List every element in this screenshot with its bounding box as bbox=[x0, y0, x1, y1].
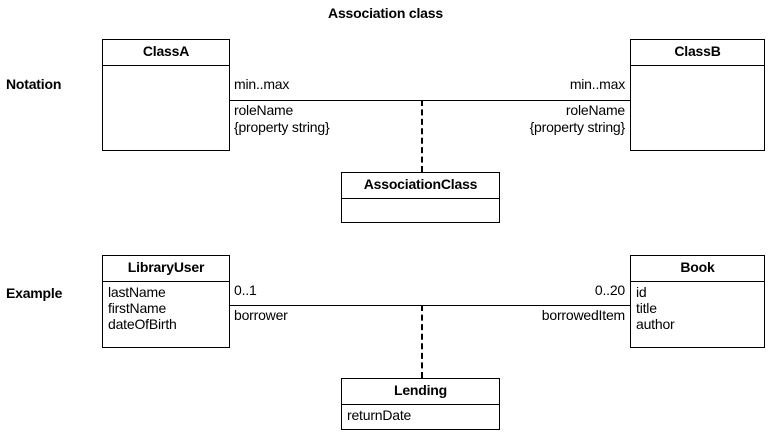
class-name-associationclass: AssociationClass bbox=[342, 173, 499, 199]
attribute-item: returnDate bbox=[347, 407, 412, 423]
class-name-classb: ClassB bbox=[631, 40, 764, 66]
class-attributes-classb bbox=[631, 66, 764, 150]
multiplicity-left-notation: min..max bbox=[234, 76, 290, 92]
role-right-notation: roleName bbox=[565, 102, 625, 118]
class-box-libraryuser[interactable]: LibraryUser lastName firstName dateOfBir… bbox=[102, 255, 230, 348]
class-box-classb[interactable]: ClassB bbox=[630, 39, 765, 151]
class-name-classa: ClassA bbox=[103, 40, 229, 66]
association-line-notation bbox=[229, 100, 631, 101]
class-name-libraryuser: LibraryUser bbox=[103, 256, 229, 282]
role-left-example: borrower bbox=[234, 307, 288, 323]
multiplicity-right-example: 0..20 bbox=[594, 282, 625, 298]
class-box-classa[interactable]: ClassA bbox=[102, 39, 230, 151]
class-attributes-associationclass bbox=[342, 199, 499, 222]
page-title: Association class bbox=[328, 5, 443, 21]
role-right-example: borrowedItem bbox=[541, 307, 625, 323]
association-class-dashed-link-notation bbox=[421, 100, 423, 172]
attribute-item: lastName bbox=[108, 284, 166, 300]
role-left-notation: roleName bbox=[234, 102, 294, 118]
class-name-book: Book bbox=[631, 256, 764, 282]
attribute-item: dateOfBirth bbox=[108, 316, 177, 332]
attribute-item: title bbox=[636, 300, 657, 316]
association-line-example bbox=[229, 305, 631, 306]
class-attributes-libraryuser: lastName firstName dateOfBirth bbox=[103, 282, 229, 347]
section-label-example: Example bbox=[6, 285, 63, 301]
association-class-dashed-link-example bbox=[421, 305, 423, 378]
attribute-item: firstName bbox=[108, 300, 167, 316]
multiplicity-right-notation: min..max bbox=[569, 76, 625, 92]
multiplicity-left-example: 0..1 bbox=[234, 282, 257, 298]
class-attributes-classa bbox=[103, 66, 229, 150]
class-box-book[interactable]: Book id title author bbox=[630, 255, 765, 348]
attribute-item: author bbox=[636, 316, 675, 332]
property-string-left-notation: {property string} bbox=[234, 119, 330, 135]
class-attributes-lending: returnDate bbox=[342, 405, 499, 429]
property-string-right-notation: {property string} bbox=[529, 119, 626, 135]
class-attributes-book: id title author bbox=[631, 282, 764, 347]
class-name-lending: Lending bbox=[342, 379, 499, 405]
section-label-notation: Notation bbox=[6, 76, 62, 92]
class-box-lending[interactable]: Lending returnDate bbox=[341, 378, 500, 430]
attribute-item: id bbox=[636, 284, 647, 300]
class-box-associationclass[interactable]: AssociationClass bbox=[341, 172, 500, 223]
